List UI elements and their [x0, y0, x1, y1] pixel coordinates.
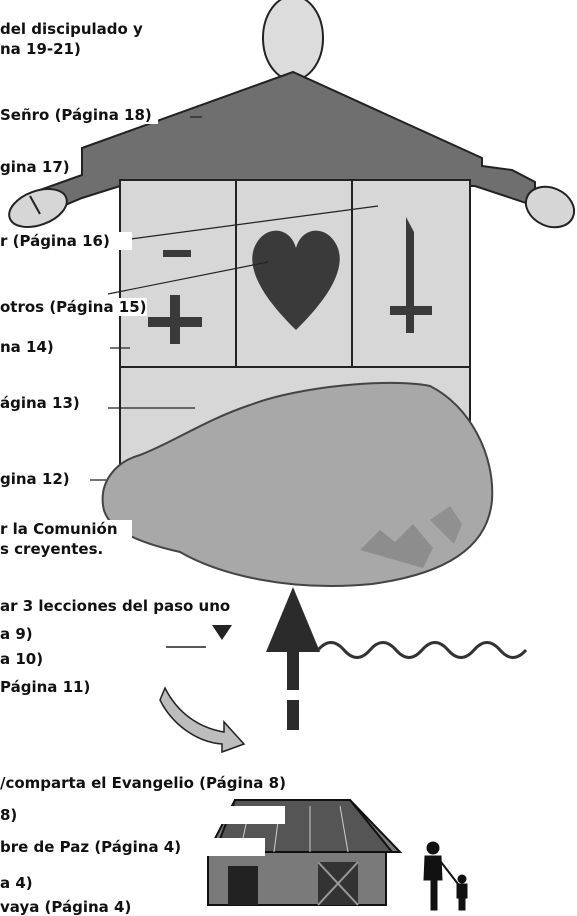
- wave-icon: [316, 641, 528, 659]
- label-pagina11: Página 11): [0, 678, 91, 696]
- hand-icon: [524, 185, 576, 229]
- parent-child-icon: [423, 841, 468, 911]
- curved-arrow-icon: [159, 686, 246, 754]
- label-discipulado-line1: del discipulado y: [0, 20, 143, 38]
- heart-icon: [252, 230, 340, 330]
- label-pagina13: ágina 13): [0, 394, 80, 412]
- label-vaya: vaya (Página 4): [0, 898, 132, 916]
- plus-icon: [148, 295, 202, 344]
- head-icon: [262, 0, 324, 81]
- label-comunion-line2: s creyentes.: [0, 540, 118, 558]
- label-comunion-line1: r la Comunión: [0, 520, 132, 538]
- label-pagina4: a 4): [0, 874, 33, 892]
- up-arrow-shaft: [287, 700, 299, 730]
- hand-icon: [8, 188, 68, 228]
- minus-icon: [163, 250, 191, 257]
- label-pagina8: 8): [0, 806, 286, 824]
- label-senor: Señro (Página 18): [0, 106, 158, 124]
- sword-icon: [390, 217, 432, 333]
- label-pagina9: a 9): [0, 625, 33, 643]
- label-lecciones: ar 3 lecciones del paso uno: [0, 597, 231, 615]
- label-pagina12: gina 12): [0, 470, 70, 488]
- finger-line: [29, 195, 41, 215]
- label-otros: otros (Página 15): [0, 298, 147, 316]
- label-paz: bre de Paz (Página 4): [0, 838, 266, 856]
- label-pagina10: a 10): [0, 650, 44, 668]
- label-pagina16: r (Página 16): [0, 232, 132, 250]
- up-arrow-shaft: [287, 652, 299, 690]
- up-arrow-icon: [266, 587, 320, 652]
- roof: [38, 70, 536, 216]
- label-pagina17: gina 17): [0, 158, 70, 176]
- label-evangelio: /comparta el Evangelio (Página 8): [0, 774, 308, 792]
- label-discipulado-line2: na 19-21): [0, 40, 81, 58]
- label-pagina14: na 14): [0, 338, 54, 356]
